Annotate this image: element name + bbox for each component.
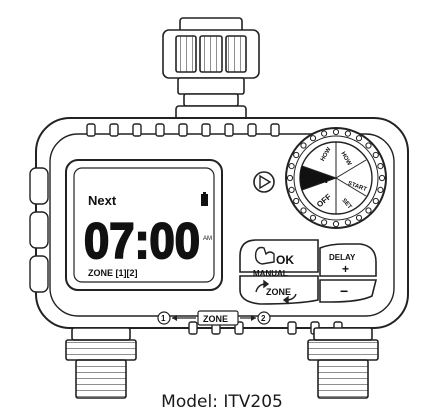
lcd-time: 07:00 (84, 213, 200, 269)
battery-icon (201, 192, 208, 206)
zone-button[interactable]: ZONE (255, 279, 297, 305)
dial-on-segment (299, 166, 336, 190)
dial-ring-dot (300, 142, 307, 149)
model-caption: Model: ITV205 (161, 392, 283, 412)
dial-ring-dot (309, 214, 317, 221)
zone-bar-label: ZONE (203, 314, 228, 324)
play-indicator-icon (253, 171, 275, 193)
dial-ring-dot (321, 219, 328, 226)
lcd-screen: Next 07:00 AM ZONE [1][2] (65, 159, 223, 291)
dial-ring-dot (378, 174, 386, 182)
delay-label: DELAY (329, 253, 356, 262)
lcd-am-label: AM (203, 236, 212, 242)
ok-label: OK (276, 253, 294, 267)
dial-ring-dot (377, 163, 384, 170)
minus-label: − (340, 283, 348, 299)
dial-ring-dot (377, 186, 384, 193)
dial-ring-dot (332, 128, 340, 136)
hand-press-icon (254, 246, 275, 265)
zone-button-label: ZONE (266, 287, 291, 297)
minus-button[interactable]: − (340, 283, 348, 299)
inlet-connector (162, 17, 260, 121)
ok-manual-button[interactable]: OK MANUAL (253, 246, 294, 279)
dial-ring-dot (288, 163, 295, 170)
dial-ring-dot (355, 214, 363, 221)
dial-ring-dot (288, 186, 295, 193)
plus-label: + (342, 262, 349, 276)
lcd-next-label: Next (88, 193, 117, 208)
dial-ring-dot (365, 142, 372, 149)
delay-plus-button[interactable]: DELAY + (329, 253, 356, 276)
dial-ring-dot (344, 219, 351, 226)
dial-ring-dot (344, 130, 351, 137)
dial-ring-dot (332, 220, 340, 228)
dial-ring-dot (293, 197, 300, 205)
dial-ring-dot (372, 151, 379, 159)
dial-ring-dot (372, 197, 379, 205)
zone-outlet-indicator: 1 ZONE 2 (157, 310, 271, 326)
lcd-zone-label: ZONE [1][2] (88, 268, 138, 278)
manual-label: MANUAL (253, 269, 288, 278)
dial-ring-dot (293, 151, 300, 159)
outlet-1 (65, 327, 137, 399)
dial-ring-dot (309, 135, 317, 142)
dial-ring-dot (355, 135, 363, 142)
zone-1-number: 1 (161, 314, 166, 323)
zone-2-number: 2 (261, 314, 266, 323)
dial-on-label: ON (313, 175, 328, 186)
dial-ring-dot (286, 174, 294, 182)
program-dial[interactable]: ON OFF HOW HOW START SET (285, 127, 387, 229)
dial-ring-dot (365, 207, 372, 214)
dial-ring-dot (321, 130, 328, 137)
rotate-arrows-icon (255, 279, 297, 305)
outlet-2 (307, 327, 379, 399)
dial-ring-dot (300, 207, 307, 214)
